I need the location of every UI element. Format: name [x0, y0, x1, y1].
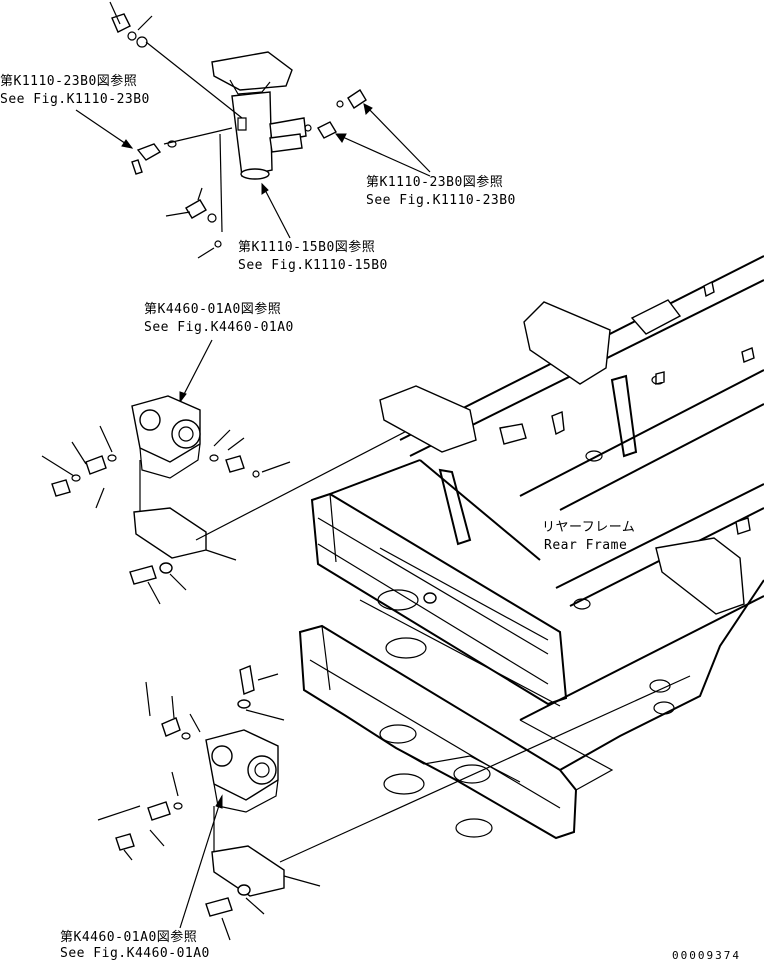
connection-lines — [195, 419, 691, 863]
rear-frame-label-en: Rear Frame — [544, 538, 628, 553]
ref5-label-jp: 第K4460-01A0図参照 — [60, 930, 198, 945]
ref3-label-jp: 第K1110-15B0図参照 — [238, 240, 376, 255]
drawing-number: 00009374 — [672, 949, 741, 962]
ref2-label-jp: 第K1110-23B0図参照 — [366, 175, 504, 190]
ref4-label-jp: 第K4460-01A0図参照 — [144, 302, 282, 317]
upper-valve-unit — [41, 395, 291, 605]
brake-valve-assembly — [109, 1, 367, 259]
reference-leaders — [75, 103, 431, 929]
ref1-label-en: See Fig.K1110-23B0 — [0, 92, 150, 107]
ref2-label-en: See Fig.K1110-23B0 — [366, 193, 516, 208]
lower-valve-unit — [97, 665, 321, 941]
rear-frame-label-jp: リヤーフレーム — [542, 520, 636, 535]
rear-frame — [298, 255, 764, 840]
ref1-label-jp: 第K1110-23B0図参照 — [0, 74, 138, 89]
ref4-label-en: See Fig.K4460-01A0 — [144, 320, 294, 335]
ref5-label-en: See Fig.K4460-01A0 — [60, 946, 210, 961]
ref3-label-en: See Fig.K1110-15B0 — [238, 258, 388, 273]
